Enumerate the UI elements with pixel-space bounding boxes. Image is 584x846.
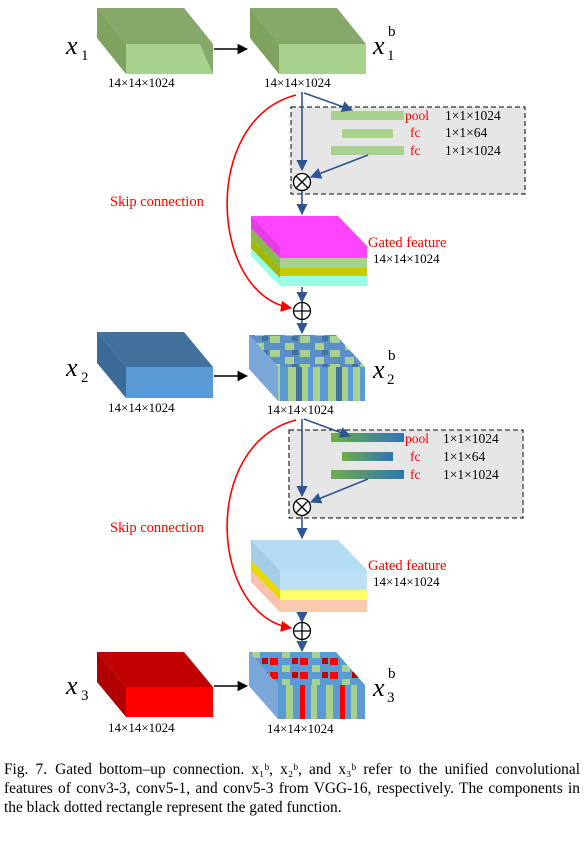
- x1-label: x: [65, 31, 78, 60]
- skip-connection-arrow-2: [226, 419, 297, 632]
- fc-bar-1b: [331, 146, 404, 155]
- x2-feature-block: [97, 332, 213, 398]
- x3-feature-block: [97, 652, 213, 717]
- fc-bar-2b: [331, 470, 404, 479]
- x2b-dim-label: 14×14×1024: [267, 402, 334, 417]
- x2b-superscript: b: [388, 348, 396, 364]
- x3b-superscript: b: [388, 666, 396, 682]
- gated-feature-label-1: Gated feature: [368, 235, 447, 251]
- x3b-feature-block: [249, 652, 365, 719]
- gate1-op-pool: pool: [405, 108, 429, 123]
- x2b-feature-block: [249, 335, 365, 401]
- to-pool-arrow-2: [303, 418, 352, 438]
- gated-connection-diagram: x 1 14×14×1024 14×14×1024 x 1 b pool 1×1…: [65, 8, 526, 736]
- gate1-dim-fc2: 1×1×1024: [445, 143, 501, 158]
- x2-label: x: [65, 353, 78, 382]
- gated-feature-dim-1: 14×14×1024: [373, 251, 440, 266]
- x3b-label: x: [372, 673, 385, 702]
- x1-feature-block: [97, 8, 213, 74]
- fc-bar-1a: [342, 129, 393, 138]
- gated-feature-dim-2: 14×14×1024: [373, 574, 440, 589]
- x2-dim-label: 14×14×1024: [108, 400, 175, 415]
- x3-subscript: 3: [81, 688, 89, 704]
- gated-feature-block-1: [251, 216, 367, 286]
- x2b-subscript: 2: [387, 372, 395, 388]
- to-pool-arrow-1: [303, 92, 354, 112]
- gate2-dim-fc1: 1×1×64: [443, 449, 485, 464]
- x1b-dim-label: 14×14×1024: [264, 75, 331, 90]
- pool-bar-1: [331, 111, 404, 120]
- x1-subscript: 1: [81, 48, 89, 64]
- gate1-op-fc2: fc: [410, 143, 421, 158]
- x1b-feature-block: [250, 8, 366, 74]
- x1b-superscript: b: [388, 24, 396, 40]
- gate1-dim-pool: 1×1×1024: [445, 108, 501, 123]
- fc-to-mult-arrow-1: [309, 154, 369, 179]
- x1-dim-label: 14×14×1024: [108, 75, 175, 90]
- gate1-op-fc1: fc: [410, 125, 421, 140]
- add-circle-icon: [292, 301, 312, 321]
- x2-subscript: 2: [81, 370, 89, 386]
- skip-connection-label-2: Skip connection: [110, 520, 205, 536]
- gated-feature-block-2: [251, 540, 367, 612]
- x2b-label: x: [372, 355, 385, 384]
- x3-dim-label: 14×14×1024: [108, 720, 175, 735]
- gate2-op-pool: pool: [405, 431, 429, 446]
- x3-label: x: [65, 671, 78, 700]
- gate-function-box-2: [288, 429, 524, 519]
- skip-connection-label-1: Skip connection: [110, 194, 205, 210]
- gate2-dim-fc2: 1×1×1024: [443, 467, 499, 482]
- skip-connection-arrow-1: [226, 94, 297, 312]
- fc-to-mult-arrow-2: [309, 478, 369, 504]
- add-circle-icon: [292, 621, 312, 641]
- multiply-circle-icon: [292, 172, 312, 192]
- x3b-dim-label: 14×14×1024: [267, 721, 334, 736]
- figure-caption-label: Fig. 7.: [4, 761, 48, 778]
- x3b-subscript: 3: [387, 690, 395, 706]
- figure-caption-text: Gated bottom–up connection. x₁ᵇ, x₂ᵇ, an…: [4, 761, 580, 816]
- gate2-dim-pool: 1×1×1024: [443, 431, 499, 446]
- gate2-op-fc1: fc: [410, 449, 421, 464]
- gate2-op-fc2: fc: [410, 467, 421, 482]
- pool-bar-2: [331, 433, 404, 442]
- gated-feature-label-2: Gated feature: [368, 558, 447, 574]
- gate-function-box-1: [290, 106, 526, 195]
- figure-caption: Fig. 7.Gated bottom–up connection. x₁ᵇ, …: [4, 760, 580, 817]
- multiply-circle-icon: [292, 497, 312, 517]
- x1b-subscript: 1: [387, 48, 395, 64]
- fc-bar-2a: [342, 452, 393, 461]
- gate1-dim-fc1: 1×1×64: [445, 125, 487, 140]
- x1b-label: x: [372, 31, 385, 60]
